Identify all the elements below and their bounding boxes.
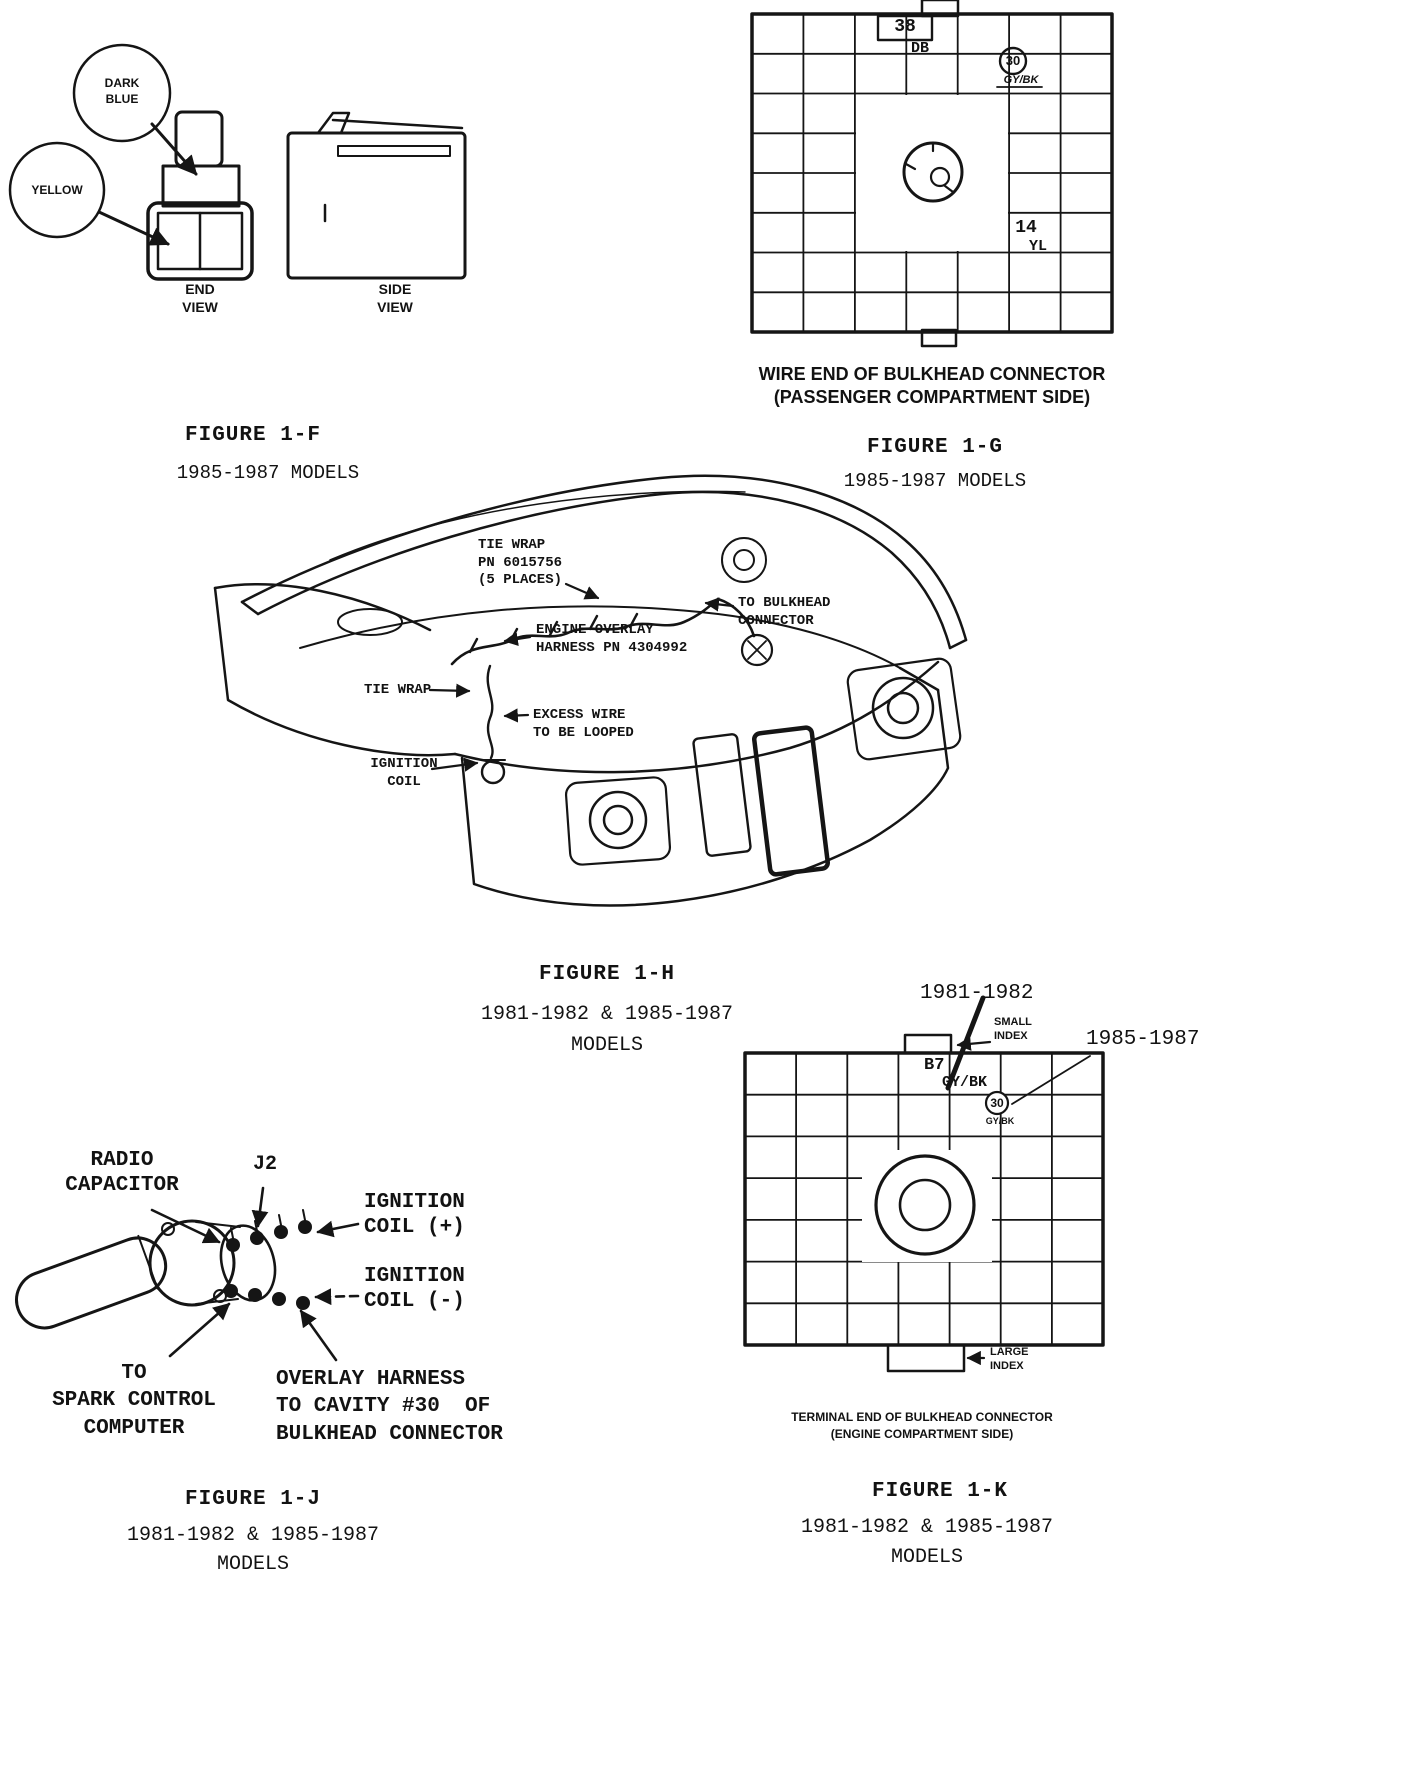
fig-g-caption-line1: WIRE END OF BULKHEAD CONNECTOR [758, 364, 1106, 384]
fig-k-pointer-1981-1982: 1981-1982 [920, 982, 1034, 1005]
fig-f-end-view-label: END VIEW [182, 281, 218, 315]
fig-g-drawing [750, 0, 1114, 348]
fig-h-label-tie-wrap-pn: TIE WRAP PN 6015756 (5 PLACES) [478, 537, 563, 588]
fig-h-drawing [213, 474, 968, 907]
fig-g-cavity-14-color: YL [1028, 238, 1047, 255]
fig-k-label-large-index: LARGE INDEX [990, 1346, 1029, 1372]
fig-j-models-line1: 1981-1982 & 1985-1987 [126, 1524, 380, 1547]
fig-j-title: FIGURE 1-J [184, 1488, 322, 1511]
fig-j-label-j2: J2 [252, 1153, 277, 1176]
fig-h-models-line1: 1981-1982 & 1985-1987 [480, 1003, 734, 1026]
fig-g-caption-line2: (PASSENGER COMPARTMENT SIDE) [773, 387, 1091, 407]
fig-k-drawing [743, 995, 1105, 1373]
fig-j-label-spark-control: TO SPARK CONTROL COMPUTER [52, 1362, 216, 1440]
fig-f-side-view-label: SIDE VIEW [377, 281, 413, 315]
fig-k-label-small-index: SMALL INDEX [994, 1016, 1032, 1042]
fig-h-label-to-bulkhead: TO BULKHEAD CONNECTOR [738, 595, 831, 629]
fig-g-title: FIGURE 1-G [866, 436, 1004, 459]
fig-h-label-ignition-coil: IGNITION COIL [370, 756, 438, 790]
fig-j-label-radio-capacitor: RADIO CAPACITOR [65, 1149, 179, 1198]
fig-g-models: 1985-1987 MODELS [843, 470, 1027, 492]
fig-k-models-line1: 1981-1982 & 1985-1987 [800, 1516, 1054, 1539]
fig-f-drawing [8, 43, 467, 281]
fig-j-drawing [15, 1186, 360, 1362]
fig-g-cavity-30-color: GY/BK [1003, 74, 1039, 86]
fig-j-label-ignition-coil-plus: IGNITION COIL (+) [364, 1191, 465, 1240]
fig-k-caption-line2: (ENGINE COMPARTMENT SIDE) [830, 1427, 1014, 1441]
fig-f-callout-yellow: YELLOW [31, 183, 83, 197]
fig-k-cavity-30-color: GY/BK [985, 1116, 1015, 1126]
fig-h-label-tie-wrap: TIE WRAP [364, 682, 432, 698]
fig-k-cavity-30: 30 [990, 1096, 1004, 1110]
fig-g-cavity-38-color: DB [910, 40, 929, 57]
fig-k-pointer-1985-1987: 1985-1987 [1086, 1028, 1200, 1051]
fig-g-cavity-38: 38 [894, 17, 916, 37]
fig-k-title: FIGURE 1-K [871, 1480, 1009, 1503]
fig-j-label-overlay-harness: OVERLAY HARNESS TO CAVITY #30 OF BULKHEA… [276, 1368, 503, 1446]
fig-h-title: FIGURE 1-H [538, 963, 676, 986]
fig-k-models-line2: MODELS [890, 1546, 963, 1569]
fig-f-callout-dark-blue: DARK BLUE [104, 76, 140, 106]
fig-h-models-line2: MODELS [570, 1034, 643, 1057]
fig-g-cavity-30: 30 [1005, 53, 1021, 68]
fig-k-caption-line1: TERMINAL END OF BULKHEAD CONNECTOR [791, 1410, 1053, 1424]
fig-k-cavity-b7-color: GY/BK [942, 1074, 988, 1091]
fig-f-models: 1985-1987 MODELS [176, 462, 360, 484]
fig-h-label-engine-overlay: ENGINE OVERLAY HARNESS PN 4304992 [536, 622, 688, 656]
fig-k-cavity-b7: B7 [924, 1056, 945, 1075]
fig-j-models-line2: MODELS [216, 1553, 289, 1576]
fig-h-label-excess-wire: EXCESS WIRE TO BE LOOPED [533, 707, 634, 741]
fig-j-label-ignition-coil-minus: IGNITION COIL (-) [364, 1265, 465, 1314]
fig-f-title: FIGURE 1-F [184, 424, 322, 447]
fig-g-cavity-14: 14 [1015, 218, 1037, 238]
